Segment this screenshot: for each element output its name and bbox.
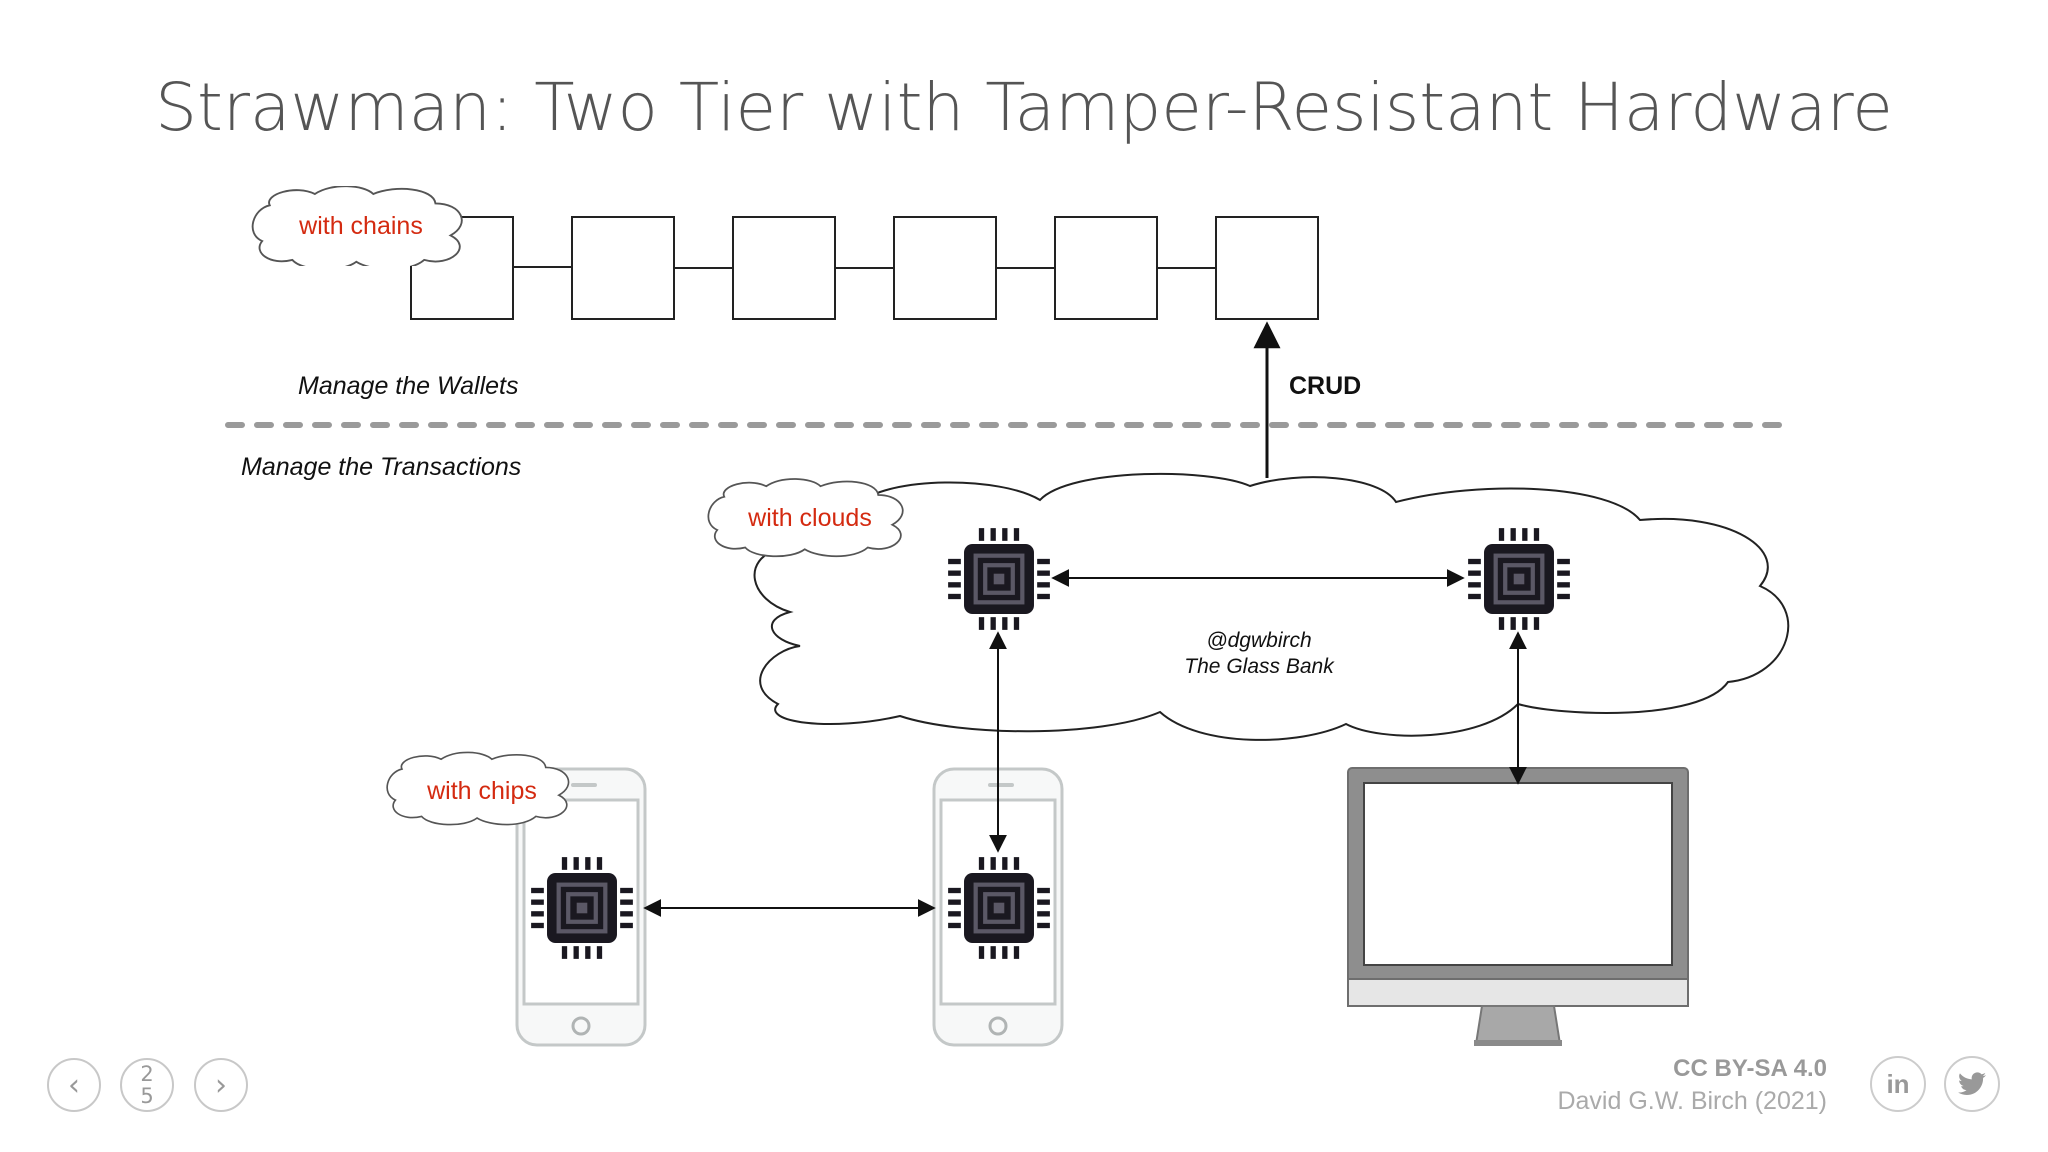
chain-block (732, 216, 836, 320)
chain-block (571, 216, 675, 320)
cloud-bank-name: The Glass Bank (1184, 655, 1335, 678)
glass-bank-cloud (753, 472, 1790, 741)
block-chain (410, 216, 1319, 320)
page-indicator[interactable]: 2 5 (120, 1058, 174, 1112)
linkedin-icon: in (1886, 1068, 1910, 1099)
crud-label: CRUD (1289, 372, 1361, 400)
connections (643, 569, 1527, 917)
chain-block (1215, 216, 1319, 320)
with-chips-label: with chips (426, 777, 537, 805)
chain-block (1054, 216, 1158, 320)
with-chains-callout: with chains (251, 186, 463, 266)
with-clouds-callout: with clouds (707, 477, 904, 558)
page-number-bottom: 5 (140, 1084, 154, 1108)
with-chains-label: with chains (298, 212, 423, 240)
slide-title: Strawman: Two Tier with Tamper-Resistant… (155, 69, 1893, 146)
author-credit: David G.W. Birch (2021) (1557, 1087, 1827, 1115)
next-slide-button[interactable]: › (194, 1058, 248, 1112)
chevron-left-icon: ‹ (68, 1067, 80, 1103)
page-number-top: 2 (140, 1062, 154, 1086)
prev-slide-button[interactable]: ‹ (47, 1058, 101, 1112)
chevron-right-icon: › (215, 1067, 227, 1103)
monitor-icon (1347, 767, 1689, 1046)
manage-wallets-label: Manage the Wallets (298, 372, 519, 400)
cloud-handle: @dgwbirch (1206, 629, 1311, 652)
manage-transactions-label: Manage the Transactions (241, 453, 521, 481)
linkedin-button[interactable]: in (1870, 1056, 1926, 1112)
license-text: CC BY-SA 4.0 (1673, 1055, 1827, 1082)
chain-block (893, 216, 997, 320)
with-clouds-label: with clouds (747, 504, 872, 532)
twitter-button[interactable] (1944, 1056, 2000, 1112)
twitter-icon (1958, 1072, 1986, 1095)
with-chips-callout: with chips (386, 751, 570, 826)
license-block: CC BY-SA 4.0 David G.W. Birch (2021) (1557, 1055, 1827, 1116)
